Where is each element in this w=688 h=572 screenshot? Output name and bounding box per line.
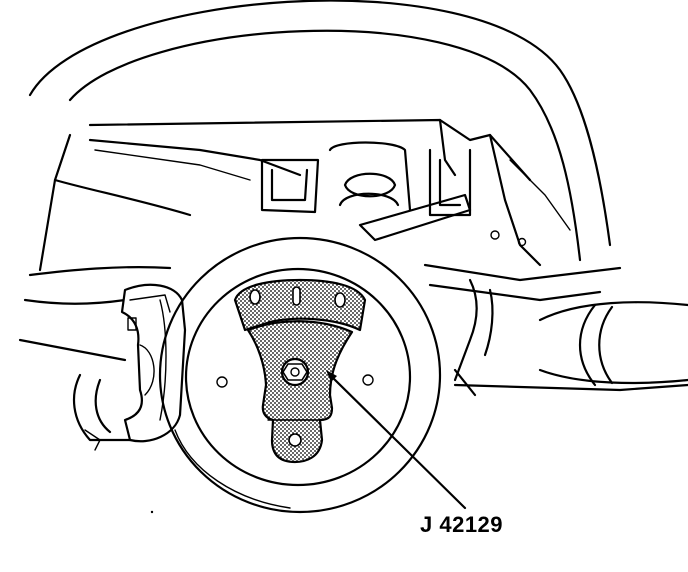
tool-label: J 42129 [420,512,504,537]
spring-mount [260,141,472,217]
brake-rotor [158,236,442,514]
brake-caliper [120,283,187,443]
callout-leader [326,370,467,510]
left-structure [18,266,172,451]
wheel-well-arc [28,0,612,262]
trailing-link [358,193,622,397]
axle-tube [453,301,688,392]
tool-j42129 [233,278,367,464]
frame-rail [38,118,571,272]
